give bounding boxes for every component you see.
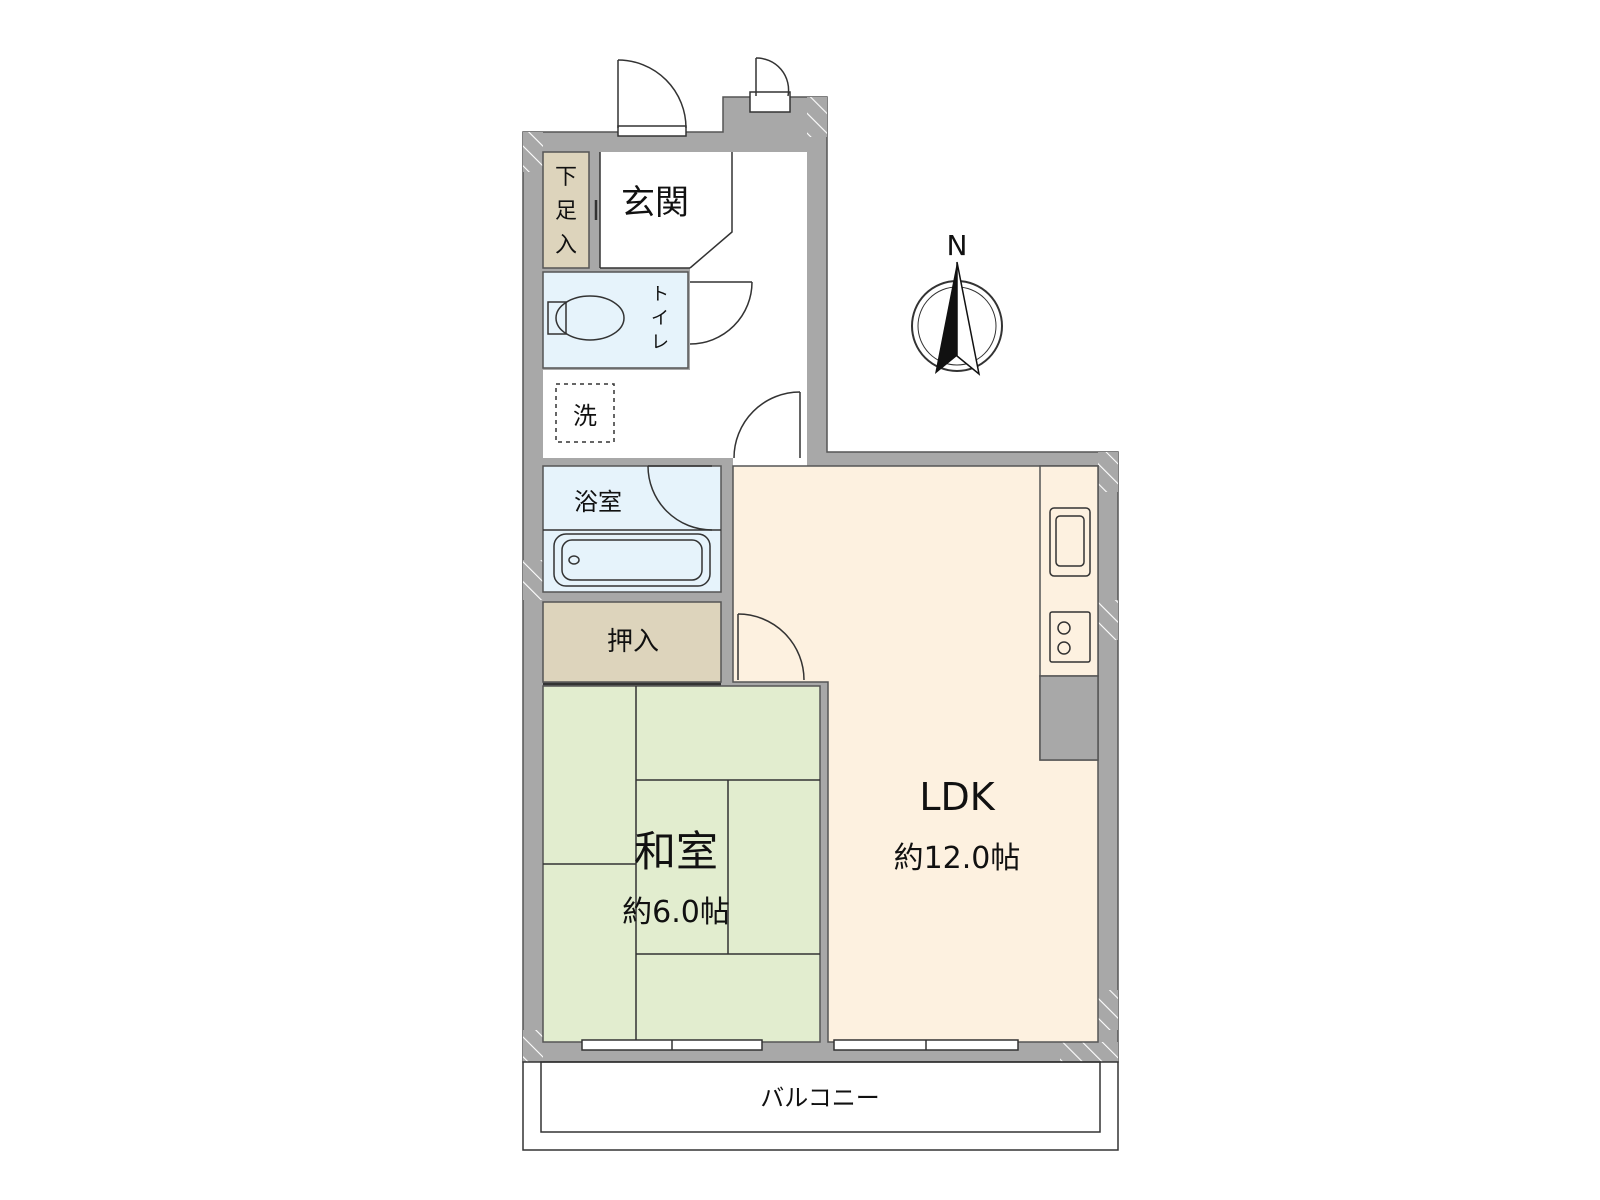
wall-pillar — [1039, 675, 1099, 761]
genkan-label: 玄関 — [621, 183, 689, 223]
getabako-label-3: 入 — [555, 233, 577, 258]
closet-label: 押入 — [607, 627, 659, 657]
washroom-floor — [543, 372, 807, 458]
toilet-label-2: イ — [651, 308, 669, 329]
compass-needle-dark — [935, 262, 957, 374]
closet-floor — [542, 601, 722, 683]
doors — [543, 57, 1019, 1051]
getabako-label-2: 足 — [555, 199, 577, 224]
toilet-floor — [542, 271, 689, 369]
compass: N — [911, 229, 1003, 376]
bath-floor — [542, 465, 722, 593]
toilet-label-1: ト — [651, 284, 669, 305]
washer-label: 洗 — [573, 402, 597, 430]
ldk-area: 約12.0帖 — [894, 841, 1021, 876]
getabako-label-1: 下 — [555, 165, 577, 190]
balcony-inner — [540, 1061, 1101, 1133]
compass-label: N — [947, 229, 968, 262]
toilet-label-3: レ — [651, 332, 669, 353]
interior-lines — [543, 152, 1091, 1042]
washitsu-label: 和室 — [634, 827, 718, 876]
balcony-outline — [522, 1061, 1119, 1151]
balcony-label: バルコニー — [760, 1084, 880, 1112]
washitsu-area: 約6.0帖 — [622, 895, 730, 930]
getabako-floor — [542, 151, 590, 269]
ldk-label: LDK — [919, 775, 995, 819]
bath-label: 浴室 — [574, 488, 622, 516]
wall-hatching — [523, 97, 1118, 1062]
compass-needle-light — [956, 261, 981, 376]
